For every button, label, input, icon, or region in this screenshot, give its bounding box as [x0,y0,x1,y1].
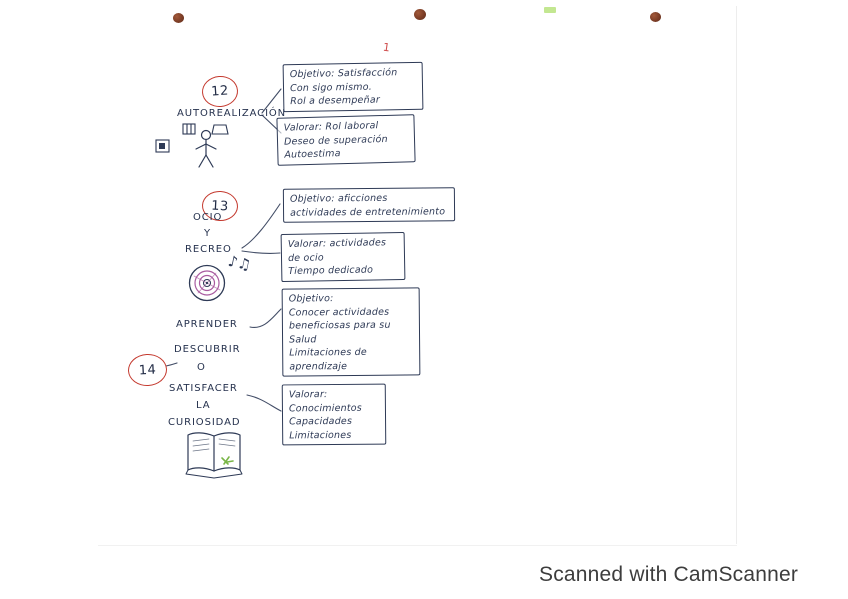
box-line: Limitaciones [289,429,352,441]
prism-icon [211,124,229,135]
connector-14-valorar [246,394,282,412]
box-line: Conocer actividades [288,306,390,319]
section-14-title-line: APRENDER [176,319,238,330]
window-icon [182,123,229,135]
box-line: Valorar: [288,389,328,401]
box-line: Limitaciones de [289,346,367,359]
box-line: Salud [289,333,317,346]
section-number: 12 [210,83,230,100]
stick-figure-icon [195,129,217,168]
box-line: aprendizaje [289,360,348,373]
valorar-box-12: Valorar: Rol laboral Deseo de superación… [276,114,416,166]
box-line: Autoestima [284,148,341,161]
section-13-title-line: Y [204,228,212,239]
page-right-edge [736,6,737,544]
connector-14-circle [165,362,178,367]
box-line: Conocimientos [288,402,362,414]
picture-frame-icon [155,139,170,153]
section-13-title-line: OCIO [193,212,223,223]
objetivo-box-13: Objetivo: aficciones actividades de entr… [282,187,456,223]
page-bottom-edge [98,545,737,546]
box-line: actividades de entretenimiento [290,205,446,219]
section-14-title-line: SATISFACER [169,383,238,394]
objetivo-box-14: Objetivo: Conocer actividades beneficios… [281,287,421,377]
box-line: Rol a desempeñar [290,94,381,108]
box-line: Capacidades [289,415,353,428]
section-number: 14 [138,362,157,378]
section-13-title-line: RECREO [185,244,232,255]
section-14-title-line: DESCUBRIR [174,344,241,355]
green-scribble [221,456,234,465]
section-14-title-line: LA [196,400,211,411]
punch-hole-icon [173,13,184,23]
section-14-title-line: CURIOSIDAD [168,417,241,428]
box-line: beneficiosas para su [288,319,391,332]
connector-13-objetivo [241,203,281,249]
objetivo-box-12: Objetivo: Satisfacción Con sigo mismo. R… [282,61,424,112]
connector-13-valorar [241,250,281,254]
punch-hole-icon [650,12,661,22]
punch-hole-icon [414,9,426,20]
box-line: Objetivo: Satisfacción [289,67,398,81]
box-line: Objetivo: aficciones [289,192,388,205]
section-14-title-line: O [197,362,206,373]
highlighter-mark [544,7,556,13]
box-line: Valorar: actividades [287,237,387,250]
box-line: Tiempo dedicado [288,264,374,277]
box-line: Objetivo: [288,293,334,305]
section-12-title: AUTOREALIZACIÓN [177,108,287,119]
open-book-icon [185,432,243,479]
camscanner-watermark: Scanned with CamScanner [539,563,799,586]
connector-14-objetivo [249,308,282,329]
valorar-box-13: Valorar: actividades de ocio Tiempo dedi… [280,231,406,282]
valorar-box-14: Valorar: Conocimientos Capacidades Limit… [281,383,387,446]
connector-12-objetivo [261,88,282,114]
cd-icon [188,264,226,302]
